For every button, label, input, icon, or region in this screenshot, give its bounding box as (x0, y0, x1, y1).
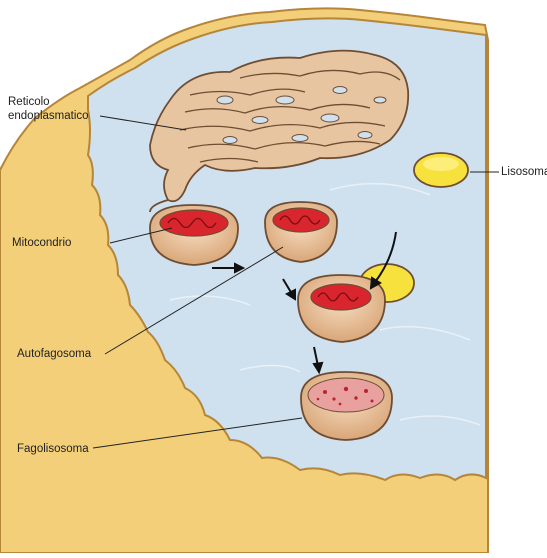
mitochondrion-label: Mitocondrio (12, 236, 71, 250)
autophagosome-label: Autofagosoma (17, 347, 91, 361)
lysosome (414, 153, 468, 187)
er-label-line1: Reticolo (8, 95, 50, 109)
phagolysosome (301, 372, 392, 440)
autophagosome-early (265, 202, 337, 262)
er-label-line2: endoplasmatico (8, 109, 89, 123)
phagolysosome-label: Fagolisosoma (17, 442, 89, 456)
lysosome-label: Lisosoma (501, 165, 547, 179)
mitochondrion-engulfing (150, 205, 238, 265)
